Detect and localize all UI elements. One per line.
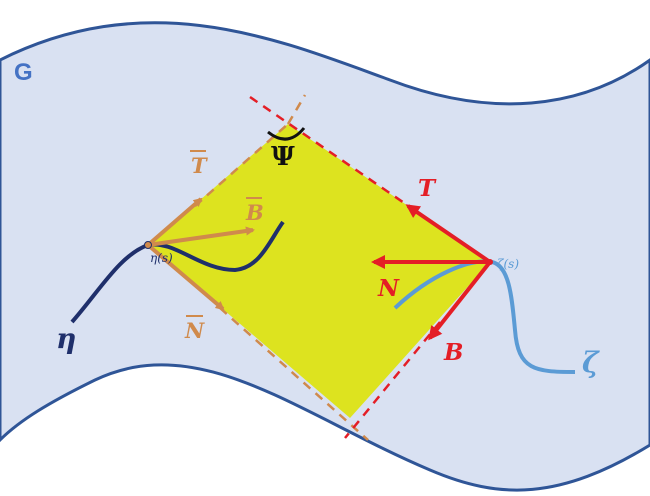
- angle-arc: [267, 127, 306, 141]
- zeta-curve-label: ζ: [582, 346, 600, 379]
- zeta-B-label: B: [443, 339, 463, 366]
- eta-N-label: N: [184, 318, 205, 343]
- curve-eta: [70, 220, 285, 324]
- zeta-point-label: ζ(s): [497, 257, 519, 271]
- dashed-line-red-br: [344, 321, 441, 439]
- angle-label: Ψ: [271, 142, 295, 172]
- eta-point: [144, 241, 152, 249]
- dashed-line-orange-bl: [219, 307, 369, 441]
- eta-B-label: B: [245, 200, 264, 225]
- eta-curve-label: η: [56, 322, 76, 355]
- eta-binormal-arrow: [147, 226, 255, 247]
- eta-T-label: T: [191, 153, 208, 178]
- eta-tangent-arrow: [146, 197, 203, 247]
- eta-point-label: η(s): [150, 251, 173, 265]
- zeta-T-label: T: [418, 175, 437, 202]
- eta-normal-arrow: [146, 243, 225, 311]
- dashed-line-orange-tl: [194, 123, 289, 207]
- curve-zeta: [393, 259, 576, 374]
- zeta-tangent-arrow: [405, 204, 492, 264]
- zeta-binormal-arrow: [428, 260, 492, 341]
- zeta-point: [487, 259, 493, 265]
- dashed-line-top-left: [286, 94, 307, 125]
- zeta-N-label: N: [377, 275, 400, 302]
- osculating-plane: [148, 124, 490, 418]
- surface-label: G: [14, 59, 33, 86]
